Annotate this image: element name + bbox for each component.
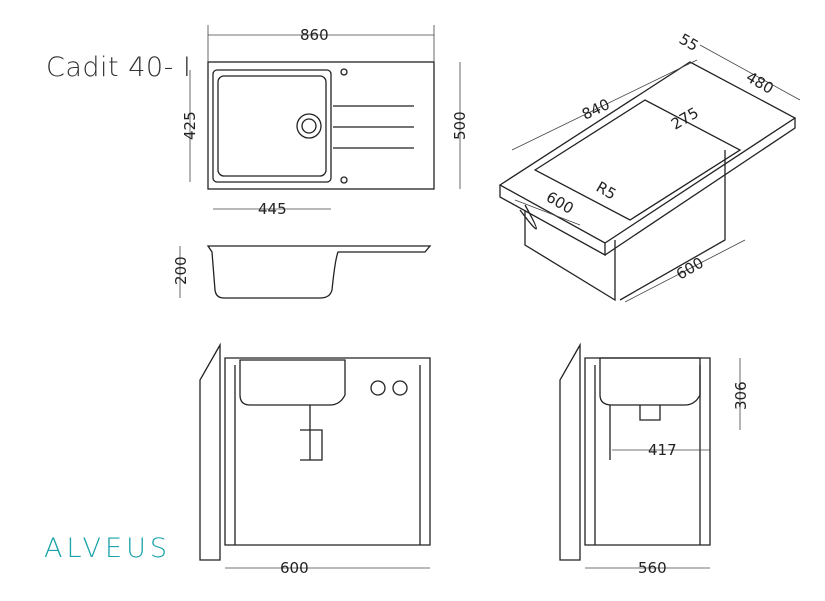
front-install-view: 600 <box>199 342 431 577</box>
dim-iso-840: 840 <box>579 95 613 123</box>
dim-side-306: 306 <box>732 381 750 410</box>
top-view: 860 425 500 445 <box>181 25 469 218</box>
dim-height-200: 200 <box>172 256 190 285</box>
product-title: Cadit 40- I <box>46 52 192 83</box>
brand-logo: ALVEUS <box>44 533 171 564</box>
dim-depth-500: 500 <box>451 111 469 140</box>
dim-iso-600-depth: 600 <box>673 254 707 284</box>
dim-side-560: 560 <box>638 559 667 577</box>
dim-iso-r5: R5 <box>593 178 619 204</box>
section-view: 200 <box>172 245 432 299</box>
dim-bowl-width: 445 <box>258 200 287 218</box>
dim-width-860: 860 <box>300 26 329 44</box>
side-install-view: 306 417 560 <box>559 342 750 577</box>
dim-iso-275: 275 <box>668 104 702 134</box>
dim-iso-600: 600 <box>543 188 577 218</box>
dim-bowl-depth: 425 <box>181 111 199 140</box>
dim-side-417: 417 <box>648 441 677 459</box>
dim-front-600: 600 <box>280 559 309 577</box>
dim-iso-55: 55 <box>676 30 702 55</box>
isometric-view: 840 55 480 275 R5 600 600 <box>498 30 801 303</box>
